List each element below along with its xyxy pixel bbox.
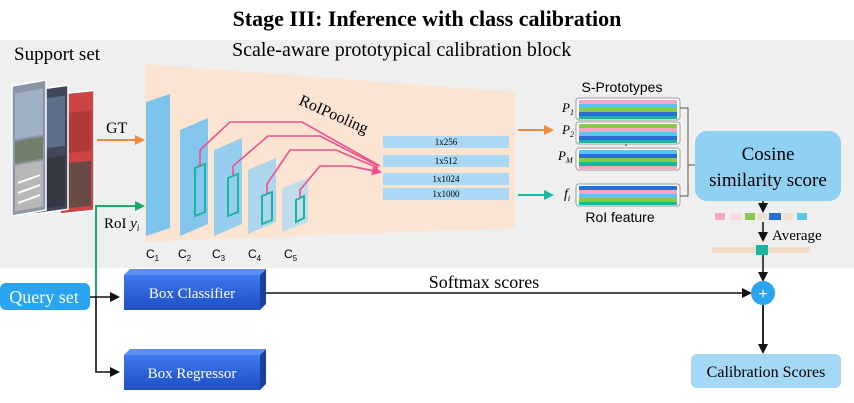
feature-size-256: 1x256 xyxy=(435,137,458,147)
score-vector xyxy=(715,213,807,220)
roi-box-c3 xyxy=(227,172,239,218)
roi-feature-label: RoI feature xyxy=(585,209,654,225)
prototype-dots: : xyxy=(624,139,627,153)
cosine-label-line2: similarity score xyxy=(709,170,827,191)
feature-size-1000: 1x1000 xyxy=(433,189,461,199)
box-regressor: Box Regressor xyxy=(124,349,266,390)
prototype-p2-label: P2 xyxy=(561,122,574,139)
feature-vectors: 1x256 1x512 1x1024 1x1000 xyxy=(383,136,509,200)
prototype-p1: P1 xyxy=(561,97,681,121)
feature-bar-512 xyxy=(383,155,509,167)
softmax-label: Softmax scores xyxy=(429,272,539,292)
proto-bracket xyxy=(680,107,689,197)
prototype-pm-label: PM xyxy=(557,148,574,165)
query-set-box xyxy=(0,283,90,310)
layer-label-c1: C1 xyxy=(146,247,160,263)
roi-arrow xyxy=(95,201,145,298)
calibration-scores-box xyxy=(691,354,841,388)
feature-bar-1024 xyxy=(383,173,509,185)
prototype-pm: PM xyxy=(557,147,681,171)
query-to-regressor-line xyxy=(95,297,120,377)
prototype-p1-label: P1 xyxy=(561,100,574,117)
box-regressor-label: Box Regressor xyxy=(148,366,237,382)
layer-label-c5: C5 xyxy=(284,247,298,263)
prototype-p2: P2 xyxy=(561,121,681,145)
feature-bar-1000 xyxy=(383,188,509,200)
average-label: Average xyxy=(772,228,822,244)
cosine-similarity-box xyxy=(695,131,841,201)
roi-box-c4 xyxy=(261,190,273,226)
feature-maps xyxy=(146,94,308,236)
s-prototypes-label: S-Prototypes xyxy=(582,79,663,95)
layer-label-c4: C4 xyxy=(248,247,262,263)
roi-label: RoI yi xyxy=(104,216,140,233)
roi-feature-f-label: fi xyxy=(564,187,570,203)
average-bar-highlight xyxy=(756,245,768,255)
roipooling-lines xyxy=(199,121,382,198)
gt-label: GT xyxy=(106,120,128,137)
roi-box-c2 xyxy=(194,162,206,218)
plus-node xyxy=(751,281,775,305)
feature-bar-256 xyxy=(383,136,509,148)
calibration-scores-label: Calibration Scores xyxy=(707,364,826,381)
box-classifier: Box Classifier xyxy=(124,269,266,310)
support-set-label: Support set xyxy=(14,44,101,65)
feature-map-c1 xyxy=(146,94,170,236)
plus-symbol: + xyxy=(758,286,767,303)
roi-box-c5 xyxy=(295,194,305,224)
cosine-label-line1: Cosine xyxy=(742,144,795,165)
feature-size-1024: 1x1024 xyxy=(433,174,461,184)
box-classifier-label: Box Classifier xyxy=(149,286,235,302)
diagram-title: Stage III: Inference with class calibrat… xyxy=(233,6,622,31)
roi-feature-vector: fi xyxy=(564,183,681,207)
feature-size-512: 1x512 xyxy=(435,156,458,166)
query-set-label: Query set xyxy=(9,287,78,307)
support-images xyxy=(11,79,95,217)
layer-label-c3: C3 xyxy=(212,247,226,263)
layer-label-c2: C2 xyxy=(178,247,192,263)
layer-labels: C1 C2 C3 C4 C5 xyxy=(146,247,298,263)
block-title: Scale-aware prototypical calibration blo… xyxy=(232,39,571,61)
